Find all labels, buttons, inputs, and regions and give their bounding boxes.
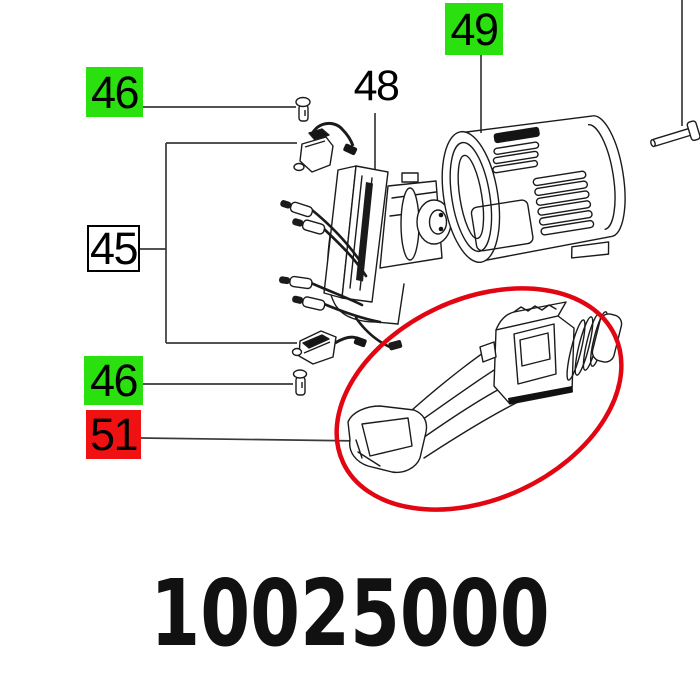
- part-label-45: 45: [87, 225, 140, 272]
- screw-part-bottom: [292, 369, 308, 396]
- part-label-49[interactable]: 49: [445, 3, 503, 55]
- part-label-46-bottom[interactable]: 46: [84, 356, 143, 405]
- motor-assembly-part: [279, 165, 452, 351]
- motor-housing-part: [441, 115, 626, 263]
- leader-lines: [140, 0, 683, 442]
- switch-part: [291, 330, 367, 365]
- part-label-46-top[interactable]: 46: [86, 67, 143, 117]
- cable-connectors: [279, 200, 403, 351]
- part-label-48: 48: [353, 61, 400, 110]
- screw-part-top: [295, 96, 311, 122]
- suction-duct-part: [347, 301, 623, 474]
- bolt-part: [650, 120, 700, 148]
- brush-holder-part: [293, 121, 358, 173]
- part-number: 10025000: [150, 560, 550, 667]
- part-label-51[interactable]: 51: [86, 410, 141, 459]
- highlight-ellipse: [334, 286, 624, 512]
